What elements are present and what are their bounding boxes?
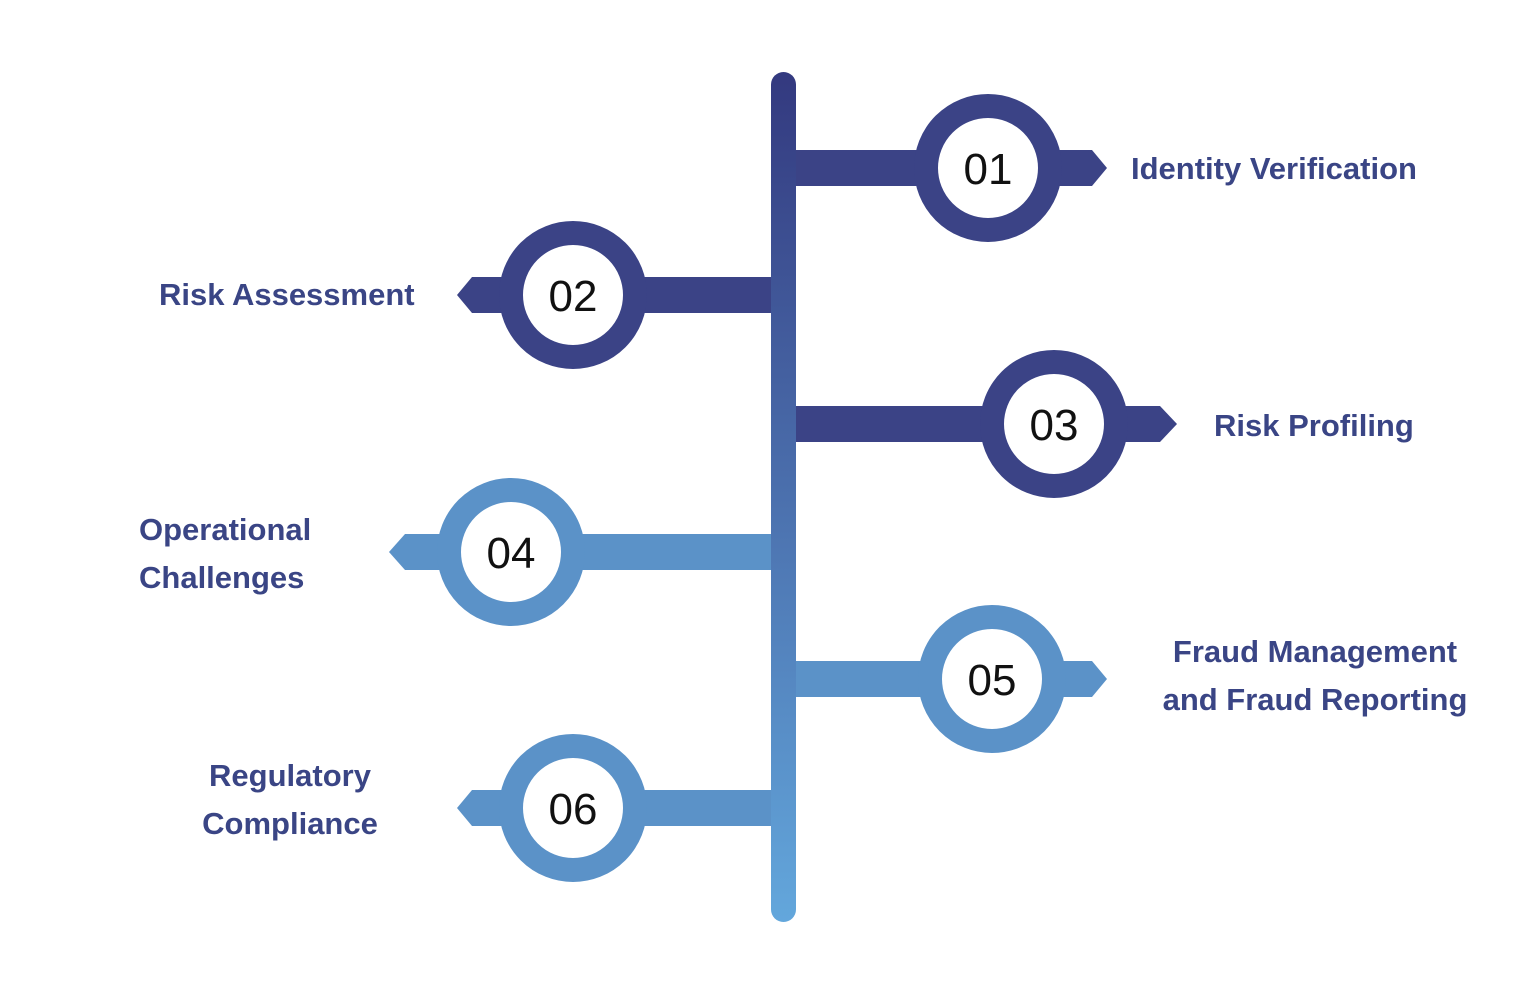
step-04-label-line-1: Operational <box>139 512 312 547</box>
step-01-number: 01 <box>964 145 1013 194</box>
step-05-label: Fraud Management and Fraud Reporting <box>1140 628 1490 724</box>
step-04-ring <box>437 478 585 626</box>
step-01-label-line-1: Identity Verification <box>1131 151 1417 186</box>
step-04-label: Operational Challenges <box>139 506 311 602</box>
step-04: 04 <box>389 478 772 626</box>
timeline-spine <box>771 72 796 922</box>
step-06-number: 06 <box>549 785 598 834</box>
step-05: 05 <box>795 605 1107 753</box>
step-02-label-line-1: Risk Assessment <box>159 277 415 312</box>
step-04-label-line-2: Challenges <box>139 560 305 595</box>
step-03-number: 03 <box>1030 401 1079 450</box>
step-03-label: Risk Profiling <box>1214 402 1414 450</box>
step-06-label-line-1: Regulatory <box>209 758 371 793</box>
step-06-ring <box>499 734 647 882</box>
step-02-number: 02 <box>549 272 598 321</box>
step-03-label-line-1: Risk Profiling <box>1214 408 1414 443</box>
step-06-label: Regulatory Compliance <box>180 752 400 848</box>
step-04-number: 04 <box>487 529 536 578</box>
step-05-label-line-2: and Fraud Reporting <box>1162 682 1468 717</box>
step-05-label-line-1: Fraud Management <box>1172 634 1458 669</box>
step-05-ring <box>918 605 1066 753</box>
step-02: 02 <box>457 221 772 369</box>
step-02-ring <box>499 221 647 369</box>
step-03: 03 <box>795 350 1177 498</box>
step-06: 06 <box>457 734 772 882</box>
step-06-label-line-2: Compliance <box>202 806 378 841</box>
step-01: 01 <box>795 94 1107 242</box>
step-02-label: Risk Assessment <box>159 271 415 319</box>
step-01-label: Identity Verification <box>1131 145 1417 193</box>
step-01-ring <box>914 94 1062 242</box>
step-03-ring <box>980 350 1128 498</box>
step-05-number: 05 <box>968 656 1017 705</box>
